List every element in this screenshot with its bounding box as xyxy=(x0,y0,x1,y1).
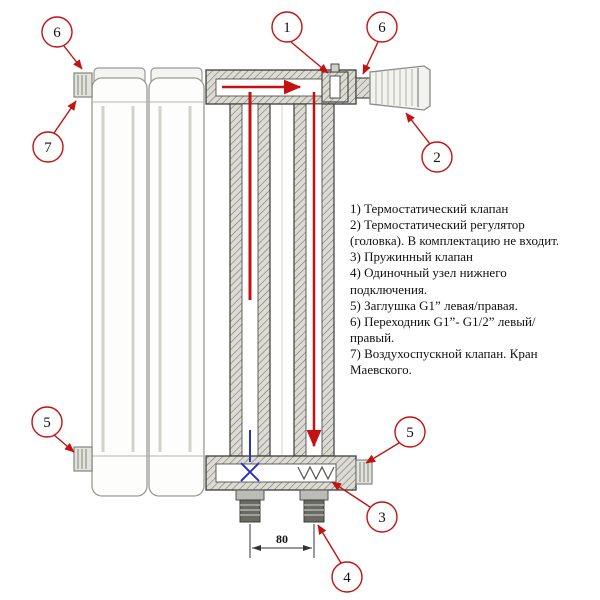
callout-arrows xyxy=(53,41,431,564)
pipe-nut xyxy=(235,489,265,501)
thermostatic-head xyxy=(369,65,431,111)
legend-item: 1) Термостатический клапан xyxy=(350,201,509,216)
legend-item: 6) Переходник G1”- G1/2” левый/правый. xyxy=(350,313,536,345)
flow-lines xyxy=(222,79,322,482)
legend: 1) Термостатический клапан 2) Термостати… xyxy=(350,201,572,378)
callout-number: 4 xyxy=(343,570,351,586)
plug-bottom-left xyxy=(73,446,93,472)
legend-item: 2) Термостатический регулятор (головка).… xyxy=(350,217,560,249)
callout-arrow-2 xyxy=(405,112,431,145)
callout-arrow-3 xyxy=(331,481,371,508)
plug-top-left xyxy=(73,72,93,98)
callout-6-top-right: 6 xyxy=(366,11,398,43)
pipe-thread xyxy=(239,499,261,523)
callout-number: 1 xyxy=(283,20,291,36)
callout-number: 5 xyxy=(406,425,414,441)
callout-arrow-6-top-left xyxy=(63,45,83,70)
pipe-nut xyxy=(299,489,329,501)
callout-arrow-5-right xyxy=(365,442,400,464)
callout-number: 6 xyxy=(378,20,386,36)
callout-4: 4 xyxy=(331,561,363,593)
callout-arrow-4 xyxy=(317,524,342,564)
cold-valve-cross xyxy=(240,462,260,482)
callout-arrow-7 xyxy=(53,100,77,134)
callout-1: 1 xyxy=(271,11,303,43)
callout-2: 2 xyxy=(421,141,453,173)
callout-number: 5 xyxy=(43,415,51,431)
callout-arrow-1 xyxy=(290,41,329,74)
callout-number: 2 xyxy=(433,150,441,166)
section-body xyxy=(91,77,148,497)
callout-6-top-left: 6 xyxy=(41,16,73,48)
legend-item: 4) Одиночный узел нижнего подключения. xyxy=(350,265,507,297)
dimension-label: 80 xyxy=(276,532,288,546)
legend-item: 5) Заглушка G1” левая/правая. xyxy=(350,297,518,313)
dimension-80: 80 xyxy=(249,524,315,558)
section-body xyxy=(148,77,205,497)
spring-valve xyxy=(297,465,335,481)
radiator-front-sections xyxy=(91,67,205,497)
callout-arrow-5-left xyxy=(53,434,75,453)
callout-3: 3 xyxy=(366,501,398,533)
bottom-collector-channel xyxy=(215,463,337,483)
radiator-cross-section xyxy=(205,63,373,491)
bottom-connection-pipes xyxy=(235,489,329,523)
head-adapter xyxy=(355,77,371,99)
callout-arrow-6-top-right xyxy=(362,41,379,75)
callout-5-left: 5 xyxy=(31,406,63,438)
callout-number: 3 xyxy=(378,510,386,526)
callout-number: 6 xyxy=(53,25,61,41)
callout-5-right: 5 xyxy=(394,416,426,448)
callout-number: 7 xyxy=(44,140,52,156)
callout-circles: 6 7 1 6 2 5 5 xyxy=(31,11,453,593)
plug-bottom-right xyxy=(355,459,373,485)
legend-item: 7) Воздухоспускной клапан. Кран Маевског… xyxy=(350,345,538,378)
pipe-thread xyxy=(303,499,325,523)
thermostatic-valve xyxy=(321,63,349,103)
callout-7: 7 xyxy=(32,131,64,163)
legend-item: 3) Пружинный клапан xyxy=(350,249,474,265)
